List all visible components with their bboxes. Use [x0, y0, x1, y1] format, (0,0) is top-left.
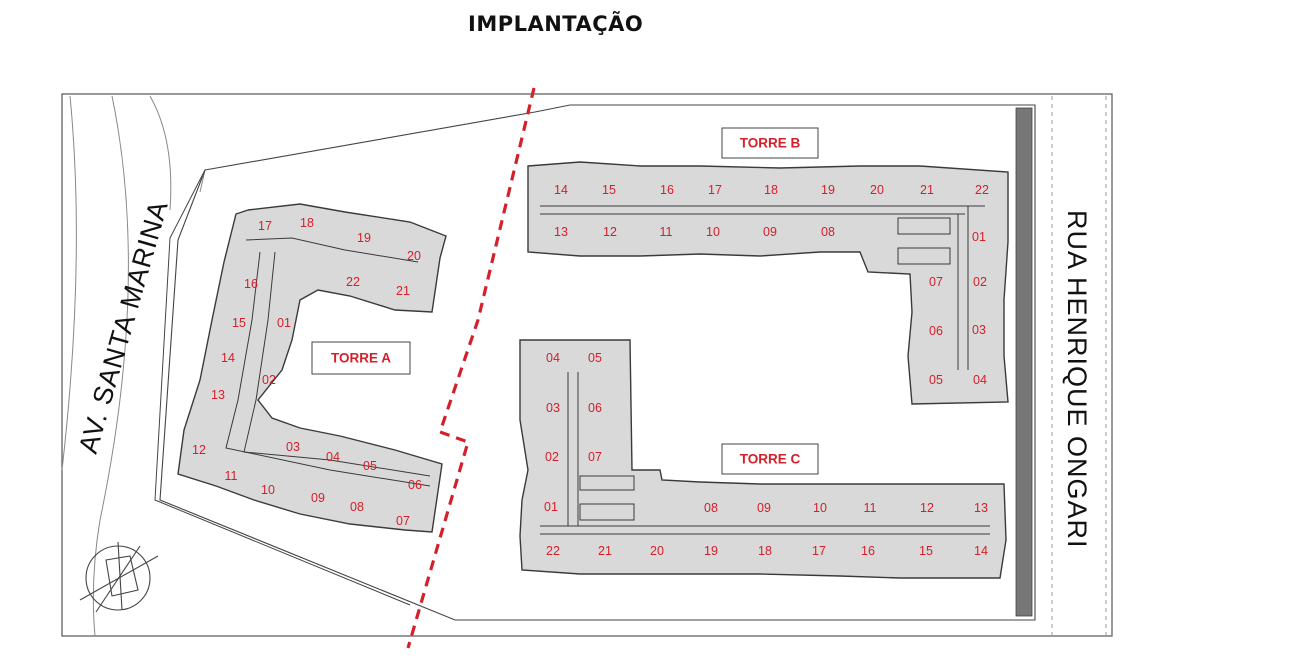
- tower-a-unit-16: 16: [244, 277, 258, 291]
- tower-c-unit-13: 13: [974, 501, 988, 515]
- tower-b-unit-13: 13: [554, 225, 568, 239]
- tower-a-unit-19: 19: [357, 231, 371, 245]
- tower-b-unit-07: 07: [929, 275, 943, 289]
- tower-c-label: TORRE C: [721, 443, 819, 475]
- tower-a-unit-13: 13: [211, 388, 225, 402]
- tower-b-unit-10: 10: [706, 225, 720, 239]
- tower-c-unit-09: 09: [757, 501, 771, 515]
- tower-a-corridor: [225, 237, 431, 487]
- tower-b-unit-21: 21: [920, 183, 934, 197]
- tower-c-unit-16: 16: [861, 544, 875, 558]
- tower-b-building: [527, 161, 1009, 405]
- tower-c-unit-02: 02: [545, 450, 559, 464]
- tower-a-unit-10: 10: [261, 483, 275, 497]
- tower-c-unit-15: 15: [919, 544, 933, 558]
- tower-a-unit-14: 14: [221, 351, 235, 365]
- tower-b-unit-20: 20: [870, 183, 884, 197]
- svg-text:TORRE A: TORRE A: [331, 351, 391, 366]
- tower-b-label: TORRE B: [721, 127, 819, 159]
- tower-a-building: [177, 203, 447, 533]
- tower-c-unit-06: 06: [588, 401, 602, 415]
- tower-c-unit-07: 07: [588, 450, 602, 464]
- tower-c-corridor: [540, 372, 990, 535]
- tower-c-unit-14: 14: [974, 544, 988, 558]
- tower-b-unit-06: 06: [929, 324, 943, 338]
- tower-a-unit-09: 09: [311, 491, 325, 505]
- tower-c-unit-19: 19: [704, 544, 718, 558]
- tower-b-unit-22: 22: [975, 183, 989, 197]
- tower-c-unit-03: 03: [546, 401, 560, 415]
- tower-c-unit-08: 08: [704, 501, 718, 515]
- tower-c-unit-21: 21: [598, 544, 612, 558]
- tower-a-unit-06: 06: [408, 478, 422, 492]
- tower-b-unit-02: 02: [973, 275, 987, 289]
- tower-a-unit-20: 20: [407, 249, 421, 263]
- tower-a-unit-01: 01: [277, 316, 291, 330]
- tower-a-unit-03: 03: [286, 440, 300, 454]
- tower-c-unit-11: 11: [864, 501, 877, 515]
- tower-b-unit-19: 19: [821, 183, 835, 197]
- site-frame: [61, 93, 1113, 637]
- tower-a-unit-08: 08: [350, 500, 364, 514]
- tower-b-unit-16: 16: [660, 183, 674, 197]
- tower-c-unit-01: 01: [544, 500, 558, 514]
- street-left-label: AV. SANTA MARINA: [73, 197, 174, 457]
- tower-b-unit-09: 09: [763, 225, 777, 239]
- avenue-curves: [61, 95, 206, 637]
- lot-boundary-inner: [154, 169, 411, 606]
- tower-b-unit-18: 18: [764, 183, 778, 197]
- tower-a-unit-12: 12: [192, 443, 206, 457]
- tower-b-unit-17: 17: [708, 183, 722, 197]
- tower-a-unit-17: 17: [258, 219, 272, 233]
- tower-a-unit-15: 15: [232, 316, 246, 330]
- svg-text:TORRE C: TORRE C: [740, 452, 801, 467]
- street-hatch: [1015, 107, 1033, 617]
- tower-c-unit-17: 17: [812, 544, 826, 558]
- tower-a-units: 01 02 03 04 05 06 07 08 09 10 11 12 13 14 15 16 17 18 19 20…: [192, 216, 422, 528]
- lot-boundary: [159, 104, 1036, 621]
- tower-c-units: 01 02 03 04 05 06 07 08 09 10 11 12 13 14 15 16 17 18 19 20…: [544, 351, 988, 558]
- street-right-label: RUA HENRIQUE ONGARI: [1062, 210, 1092, 549]
- tower-b-unit-11: 11: [660, 225, 673, 239]
- street-dashes: [1051, 96, 1107, 636]
- svg-text:TORRE B: TORRE B: [740, 136, 801, 151]
- tower-b-unit-05: 05: [929, 373, 943, 387]
- tower-c-building: [519, 339, 1007, 579]
- tower-a-unit-21: 21: [396, 284, 410, 298]
- tower-c-unit-20: 20: [650, 544, 664, 558]
- tower-b-unit-12: 12: [603, 225, 617, 239]
- tower-c-unit-10: 10: [813, 501, 827, 515]
- tower-a-label: TORRE A: [311, 341, 411, 375]
- tower-a-unit-22: 22: [346, 275, 360, 289]
- division-line: [406, 87, 536, 649]
- tower-a-unit-02: 02: [262, 373, 276, 387]
- tower-c-unit-04: 04: [546, 351, 560, 365]
- tower-b-unit-03: 03: [972, 323, 986, 337]
- tower-b-unit-15: 15: [602, 183, 616, 197]
- tower-a-unit-05: 05: [363, 459, 377, 473]
- tower-c-unit-05: 05: [588, 351, 602, 365]
- tower-b-corridor: [540, 205, 985, 370]
- page-title: IMPLANTAÇÃO: [468, 12, 644, 36]
- tower-a-unit-07: 07: [396, 514, 410, 528]
- tower-a-unit-18: 18: [300, 216, 314, 230]
- tower-b-unit-08: 08: [821, 225, 835, 239]
- tower-b-unit-04: 04: [973, 373, 987, 387]
- tower-c-unit-12: 12: [920, 501, 934, 515]
- tower-b-unit-01: 01: [972, 230, 986, 244]
- tower-b-units: 01 02 03 04 05 06 07 08 09 10 11 12 13 14 15 16 17 18 19 20…: [554, 183, 989, 387]
- tower-a-unit-04: 04: [326, 450, 340, 464]
- tower-a-unit-11: 11: [225, 469, 238, 483]
- tower-c-unit-22: 22: [546, 544, 560, 558]
- tower-b-unit-14: 14: [554, 183, 568, 197]
- tower-c-unit-18: 18: [758, 544, 772, 558]
- compass-icon: [79, 541, 159, 613]
